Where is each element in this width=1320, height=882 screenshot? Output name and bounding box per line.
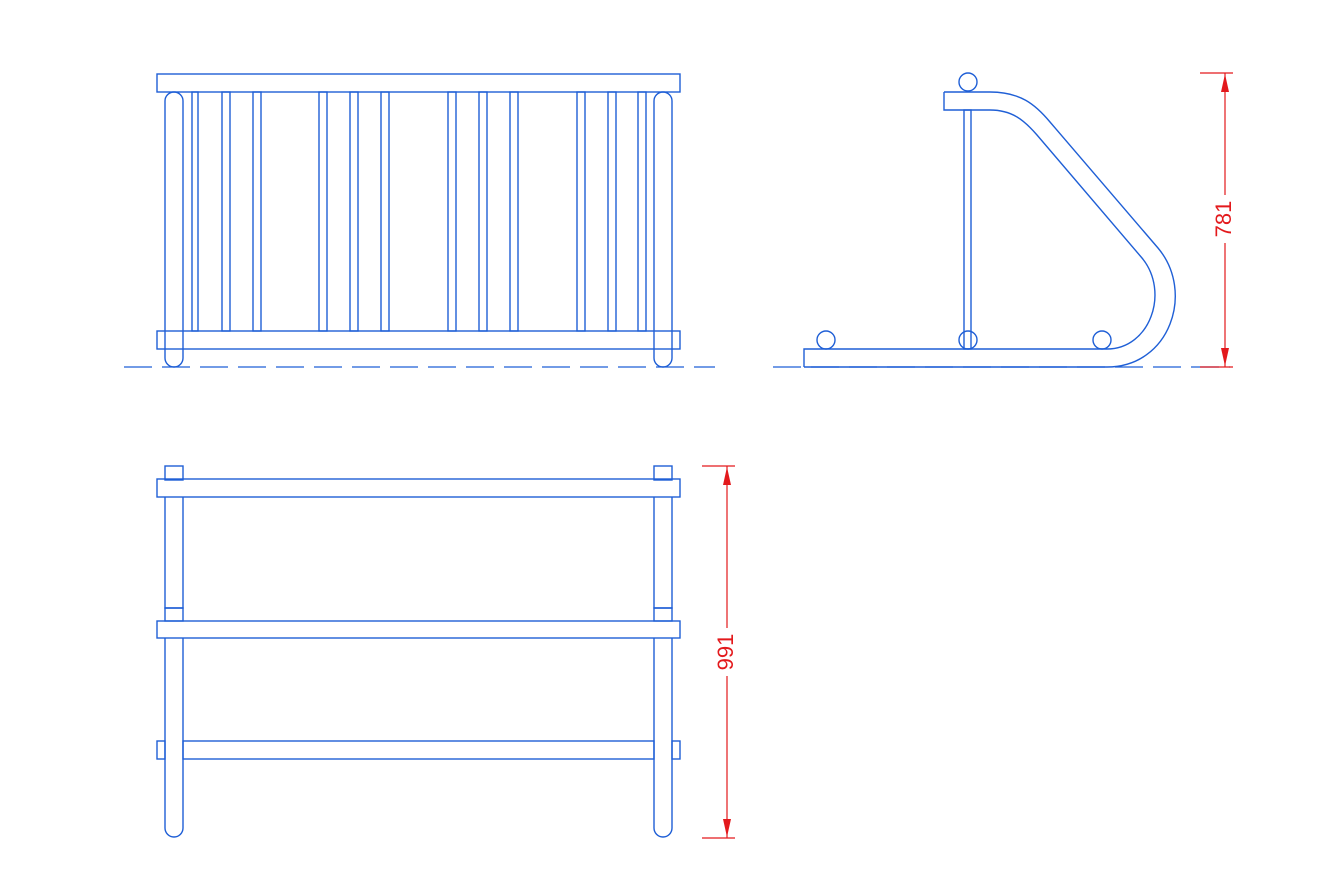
dimension-height: 781 — [1200, 72, 1238, 368]
front-top-bar — [156, 73, 681, 93]
side-top-bar — [943, 91, 990, 111]
dimension-text-mask — [1212, 195, 1238, 243]
side-view — [773, 72, 1230, 368]
front-left-leg — [164, 91, 184, 368]
side-curved-frame-inner — [989, 109, 1156, 350]
dimension-arrow-down — [723, 819, 731, 837]
dimension-arrow-up — [723, 467, 731, 485]
dimension-depth: 991 — [702, 465, 740, 839]
front-bar — [252, 91, 262, 332]
front-bar — [349, 91, 359, 332]
front-bar — [576, 91, 586, 332]
front-bar — [191, 91, 199, 332]
front-bar — [607, 91, 617, 332]
front-bar — [318, 91, 328, 332]
top-right-leg — [653, 497, 673, 838]
top-left-leg-joint — [164, 607, 184, 622]
front-bar — [478, 91, 488, 332]
top-crossbar-3 — [182, 740, 655, 760]
front-bar — [221, 91, 231, 332]
front-view — [124, 73, 715, 368]
top-crossbar-3-left-cap — [156, 740, 166, 760]
side-tube-circle-right — [1092, 330, 1112, 350]
top-right-leg-cap — [653, 465, 673, 481]
top-crossbar-1 — [156, 478, 681, 498]
front-bar — [637, 91, 647, 332]
side-curved-frame-outer — [989, 91, 1176, 368]
top-crossbar-3-right-cap — [671, 740, 681, 760]
front-bar — [380, 91, 390, 332]
side-base-bar — [803, 348, 1107, 368]
side-tube-circle-top — [958, 72, 978, 92]
front-right-leg — [653, 91, 673, 368]
dimension-label-depth: 991 — [713, 634, 738, 671]
side-vertical-post — [963, 109, 972, 350]
dimension-label-height: 781 — [1211, 201, 1236, 238]
top-left-leg — [164, 497, 184, 838]
top-left-leg-cap — [164, 465, 184, 481]
front-bar — [447, 91, 457, 332]
dimension-arrow-down — [1221, 348, 1229, 366]
top-view — [156, 465, 681, 838]
side-tube-circle-middle — [958, 330, 978, 350]
front-bar — [509, 91, 519, 332]
dimension-arrow-up — [1221, 74, 1229, 92]
front-bottom-bar — [156, 330, 681, 350]
dimension-text-mask — [714, 628, 740, 676]
front-vertical-bars — [191, 91, 647, 332]
top-right-leg-joint — [653, 607, 673, 622]
top-crossbar-2 — [156, 620, 681, 639]
side-tube-circle-left — [816, 330, 836, 350]
